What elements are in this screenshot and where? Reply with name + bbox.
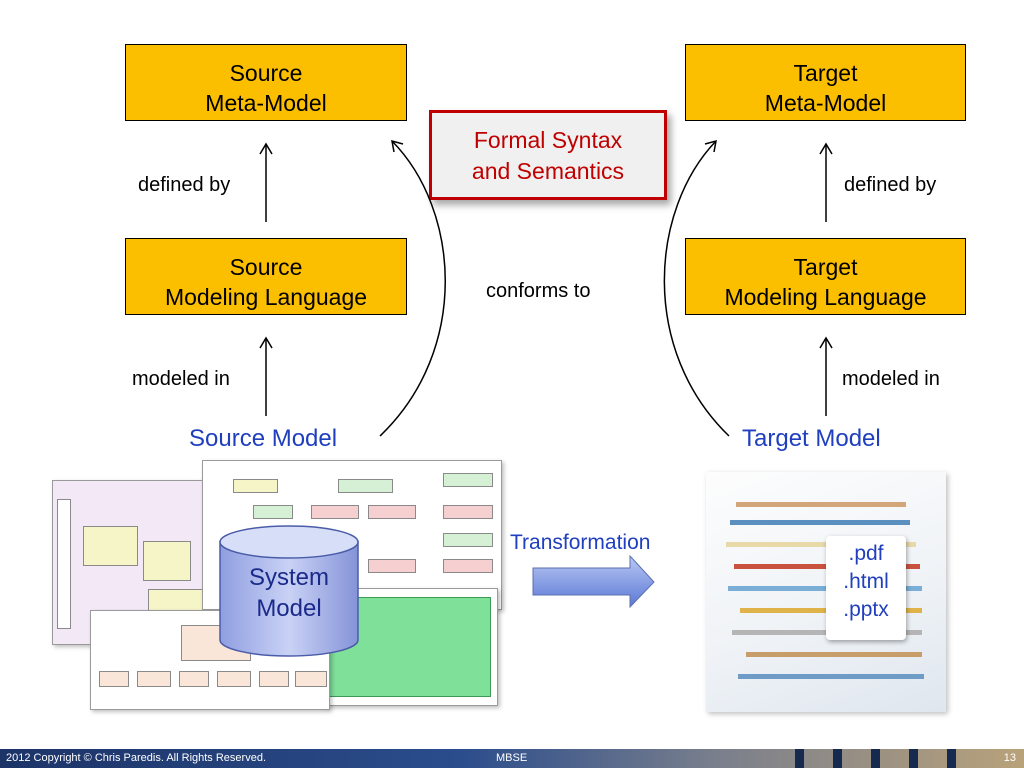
source-modeling-language-line2: Modeling Language [164, 284, 368, 310]
system-model-line1: System [248, 564, 329, 591]
output-format-pptx: .pptx [843, 598, 889, 621]
defined-by-right-label: defined by [844, 174, 937, 196]
req-shape [295, 671, 327, 687]
block-shape [443, 473, 493, 487]
transformation-arrow-shape [532, 554, 655, 609]
target-meta-model-line2: Meta-Model [764, 90, 887, 116]
block-shape [368, 559, 416, 573]
cylinder-body [219, 541, 359, 657]
document-stack-image: .pdf .html .pptx [706, 472, 946, 712]
target-meta-model-line1: Target [793, 60, 858, 86]
block-shape [368, 505, 416, 519]
system-model-line2: Model [256, 595, 322, 622]
paper-sheet [736, 502, 906, 507]
paper-sheet [726, 542, 916, 547]
source-modeling-language-line1: Source [229, 254, 303, 280]
target-modeling-language-line1: Target [793, 254, 858, 280]
block-shape [338, 479, 393, 493]
paper-sheet [728, 586, 922, 591]
source-modeling-language-box: Source Modeling Language [125, 238, 407, 315]
block-shape [233, 479, 278, 493]
target-modeling-language-box: Target Modeling Language [685, 238, 966, 315]
source-meta-model-line2: Meta-Model [205, 90, 327, 116]
block-shape [143, 541, 191, 581]
req-shape [137, 671, 171, 687]
formal-syntax-line1: Formal Syntax [473, 127, 623, 153]
target-modeling-language-line2: Modeling Language [724, 284, 927, 310]
paper-sheet [746, 652, 922, 657]
arrow-conforms-left [379, 140, 446, 437]
paper-sheet [738, 674, 924, 679]
source-meta-model-box: Source Meta-Model [125, 44, 407, 121]
footer-square [833, 749, 842, 768]
defined-by-left-label: defined by [138, 174, 231, 196]
source-model-label: Source Model [189, 425, 338, 452]
block-shape [443, 505, 493, 519]
footer-square [947, 749, 956, 768]
transformation-label: Transformation [510, 531, 651, 554]
req-shape [217, 671, 251, 687]
block-shape [311, 505, 359, 519]
output-format-html: .html [843, 570, 889, 593]
footer-course: MBSE [496, 752, 528, 764]
target-model-label: Target Model [742, 425, 881, 452]
footer-square [909, 749, 918, 768]
footer-square [795, 749, 804, 768]
footer-square [871, 749, 880, 768]
footer-page-number: 13 [1003, 752, 1016, 764]
block-shape [253, 505, 293, 519]
arrow-conforms-right [663, 140, 730, 437]
modeled-in-right-label: modeled in [842, 368, 940, 390]
output-format-pdf: .pdf [848, 542, 884, 565]
req-shape [99, 671, 129, 687]
output-formats-card: .pdf .html .pptx [826, 536, 906, 640]
block-shape [57, 499, 71, 629]
formal-syntax-box: Formal Syntax and Semantics [429, 110, 667, 200]
footer-copyright: 2012 Copyright © Chris Paredis. All Righ… [6, 752, 266, 764]
formal-syntax-line2: and Semantics [471, 158, 625, 184]
req-shape [179, 671, 209, 687]
target-meta-model-box: Target Meta-Model [685, 44, 966, 121]
block-shape [83, 526, 138, 566]
source-meta-model-line1: Source [229, 60, 303, 86]
block-shape [443, 533, 493, 547]
system-model-label: System Model [224, 562, 354, 624]
modeled-in-left-label: modeled in [132, 368, 230, 390]
cylinder-top [219, 525, 359, 559]
req-shape [259, 671, 289, 687]
footer-bar: 2012 Copyright © Chris Paredis. All Righ… [0, 749, 1024, 768]
block-shape [443, 559, 493, 573]
paper-sheet [730, 520, 910, 525]
conforms-to-label: conforms to [486, 280, 591, 302]
